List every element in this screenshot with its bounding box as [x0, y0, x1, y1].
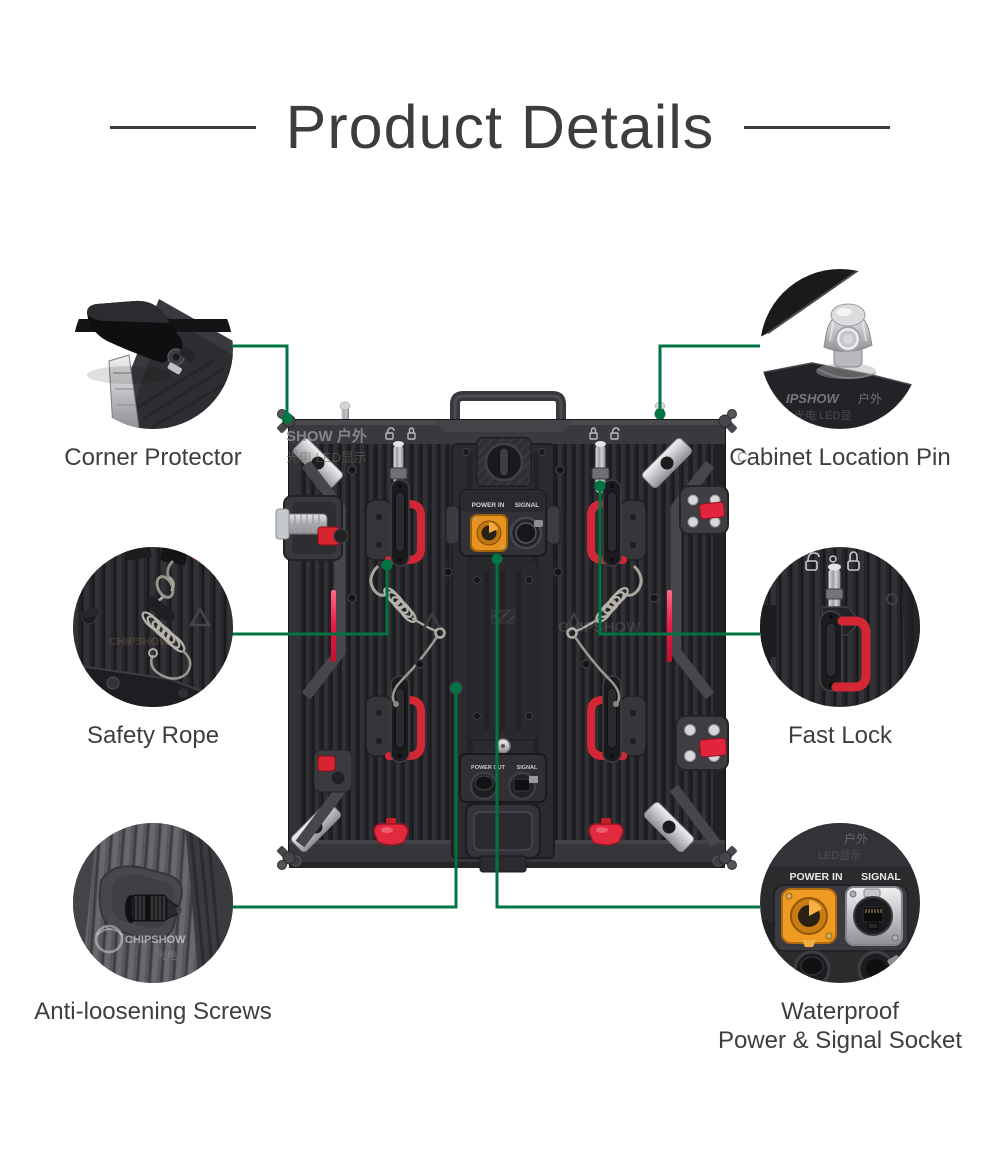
svg-text:LED显示: LED显示 — [818, 849, 861, 862]
fast-lock-label: Fast Lock — [787, 722, 893, 749]
safety-rope-closeup: CHIPSHOW — [73, 547, 233, 707]
svg-text:IPSHOW: IPSHOW — [786, 391, 840, 406]
lock-unlock-icons — [385, 427, 620, 440]
red-t-handles — [373, 818, 624, 846]
fast-lock-photo — [760, 547, 920, 707]
right-latch — [679, 485, 729, 535]
svg-text:户外: 户外 — [844, 831, 868, 846]
center-column: POWER IN SIGNAL — [445, 437, 561, 873]
waterproof-socket-closeup: 户外 LED显示 POWER IN SIGNAL — [760, 823, 920, 983]
corner-protector-mounts — [277, 409, 737, 870]
cabinet-signal-out-label: SIGNAL — [517, 765, 538, 771]
callout-line-safety-rope — [232, 566, 389, 636]
callout-corner-protector: Corner Protector — [0, 269, 306, 472]
watermark-socket-circle: 户外 LED显示 — [818, 831, 868, 862]
callout-line-waterproof-socket — [495, 560, 760, 909]
socket-signal-label: SIGNAL — [861, 871, 901, 883]
fast-lock-closeup — [760, 547, 920, 707]
cabinet-body: POWER IN SIGNAL — [275, 391, 748, 873]
lower-left-latch — [313, 749, 353, 793]
lower-right-latch — [675, 715, 729, 771]
callout-safety-rope: CHIPSHOW Safet — [0, 547, 306, 750]
svg-text:光电 LED显示: 光电 LED显示 — [286, 450, 367, 465]
cabinet-power-in-label: POWER IN — [472, 502, 505, 509]
anti-loosening-screws-label: Anti-loosening Screws — [34, 998, 272, 1025]
corner-protector-photo — [73, 269, 233, 429]
anti-loosening-screw-part — [275, 495, 349, 561]
svg-text:CHIPSHOW: CHIPSHOW — [125, 934, 186, 946]
anti-loosening-screws-photo: CHIPSHOW 光电 — [73, 823, 233, 983]
corner-protector-closeup — [73, 269, 233, 429]
watermark-pin-circle: IPSHOW 户外 光电 LED显 — [786, 391, 882, 422]
cabinet-location-pin-label: Cabinet Location Pin — [729, 444, 951, 471]
red-strip-left — [331, 590, 336, 662]
svg-text:光电: 光电 — [157, 949, 177, 962]
svg-text:光电 LED显: 光电 LED显 — [794, 408, 851, 422]
location-pin-closeup: IPSHOW 户外 光电 LED显 — [760, 269, 920, 429]
callout-line-fast-lock — [598, 487, 760, 636]
title-line-right — [744, 125, 891, 129]
callout-anti-loosening-screws: CHIPSHOW 光电 Anti-loosening Screws — [0, 823, 306, 1026]
cabinet-location-pin-photo: IPSHOW 户外 光电 LED显 — [760, 269, 920, 429]
svg-text:户外: 户外 — [858, 391, 882, 406]
svg-text:C: C — [737, 449, 748, 466]
watermark-screw-circle: CHIPSHOW 光电 — [94, 924, 186, 962]
callout-line-corner-protector — [233, 344, 289, 417]
lock-icon — [847, 551, 860, 571]
callout-fast-lock: Fast Lock — [680, 547, 1000, 750]
anti-loosening-screw-closeup: CHIPSHOW 光电 — [73, 823, 233, 983]
safety-rope-label: Safety Rope — [86, 722, 220, 749]
callout-line-cabinet-location-pin — [658, 344, 760, 413]
cabinet-signal-label: SIGNAL — [515, 502, 540, 509]
unlock-icon — [805, 552, 820, 571]
fast-lock-assembly — [365, 479, 425, 567]
waterproof-socket-label-line2: Power & Signal Socket — [717, 1027, 963, 1054]
callout-cabinet-location-pin: IPSHOW 户外 光电 LED显 Cabinet Location Pin — [680, 269, 1000, 472]
red-strip-right — [667, 590, 672, 662]
callout-waterproof-socket: 户外 LED显示 POWER IN SIGNAL — [680, 823, 1000, 1055]
watermark-rope-circle: CHIPSHOW — [109, 636, 170, 648]
callout-lines — [232, 344, 760, 909]
molded-arrows — [422, 611, 584, 629]
cabinet-location-pins — [339, 401, 666, 420]
callout-line-anti-loosening-screws — [233, 689, 458, 909]
waterproof-socket-photo: 户外 LED显示 POWER IN SIGNAL — [760, 823, 920, 983]
waterproof-socket-label-line1: Waterproof — [781, 998, 899, 1025]
title-row: Product Details — [0, 92, 1000, 162]
socket-power-in-label: POWER IN — [789, 871, 842, 883]
corner-protector-label: Corner Protector — [64, 444, 242, 471]
title-line-left — [109, 125, 256, 129]
cabinet-power-out-label: POWER OUT — [471, 765, 506, 771]
page-title: Product Details — [285, 93, 715, 161]
svg-text:SHOW 户外: SHOW 户外 — [286, 427, 367, 445]
safety-rope-photo: CHIPSHOW — [73, 547, 233, 707]
